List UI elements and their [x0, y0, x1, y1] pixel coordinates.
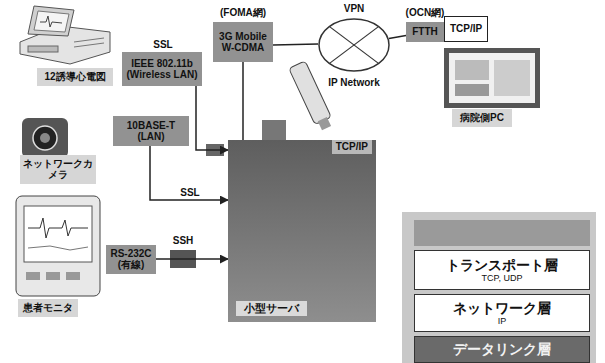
protocol-label: SSL: [178, 187, 201, 198]
ellipse-outline: [318, 18, 390, 72]
node-text: 患者モニタ: [23, 302, 73, 314]
connector: [150, 146, 228, 200]
node-text: データリンク層: [453, 341, 551, 357]
heading-text: (FOMA網): [173, 7, 313, 19]
protocol-layer: ネットワーク層IP: [414, 294, 590, 332]
device-label: 病院側PC: [452, 109, 512, 127]
protocol-layer: トランスポート層TCP, UDP: [414, 250, 590, 290]
node-text: 10BASE-T (LAN): [116, 120, 186, 143]
node-text: FTTH: [412, 26, 438, 38]
node-text: IEEE 802.11b (Wireless LAN): [125, 58, 199, 81]
interface-box: IEEE 802.11b (Wireless LAN): [122, 52, 202, 86]
usb-modem: [289, 61, 335, 132]
node-text: 小型サーバ: [236, 301, 307, 316]
node-text: TCP, UDP: [482, 273, 523, 283]
network-camera: [22, 118, 68, 158]
connector: [273, 43, 318, 45]
interface-box: 10BASE-T (LAN): [113, 116, 189, 146]
node-text: 病院側PC: [460, 112, 504, 124]
node-text: TCP/IP: [450, 23, 482, 35]
cross-line: [330, 27, 379, 64]
hospital-pc-screen: [444, 48, 540, 108]
node-text: ネットワーク層: [453, 300, 551, 316]
ecg-device: [20, 6, 110, 64]
connector: [242, 62, 244, 140]
node-text: 12誘導心電図: [44, 71, 105, 83]
connector: [196, 86, 228, 150]
protocol-label: SSH: [171, 235, 196, 246]
node-text: TCP/IP: [332, 140, 372, 154]
network-ellipse: [319, 19, 389, 71]
device-label: 12誘導心電図: [37, 68, 113, 86]
device-label: ネットワークカメラ: [20, 155, 96, 184]
protocol-top-band: [414, 220, 590, 246]
device-label: 患者モニタ: [18, 299, 78, 317]
heading-text: IP Network: [278, 77, 430, 89]
node-text: RS-232C (有線): [109, 248, 153, 271]
node-text: IP: [498, 316, 507, 326]
mobile-network-box: (FOMA網)3G Mobile W-CDMA: [213, 22, 273, 62]
patient-monitor: [16, 196, 100, 296]
server-adapter: [262, 120, 286, 140]
interface-box: RS-232C (有線): [106, 245, 156, 274]
node-text: ネットワークカメラ: [23, 158, 93, 181]
protocol-label: SSL: [151, 39, 174, 50]
server-box: TCP/IP 小型サーバ: [228, 140, 376, 322]
protocol-box: TCP/IP: [444, 16, 488, 42]
ftth-box: (OCN網)FTTH: [406, 22, 444, 42]
connector: [156, 258, 228, 260]
node-text: 3G Mobile W-CDMA: [216, 31, 270, 54]
protocol-stack-panel: [402, 212, 596, 363]
vpn-ellipse: VPNIP Network: [318, 18, 390, 72]
protocol-layer: データリンク層: [414, 336, 590, 363]
node-text: トランスポート層: [446, 257, 558, 273]
cross-line: [330, 27, 379, 64]
connector: [389, 35, 406, 38]
